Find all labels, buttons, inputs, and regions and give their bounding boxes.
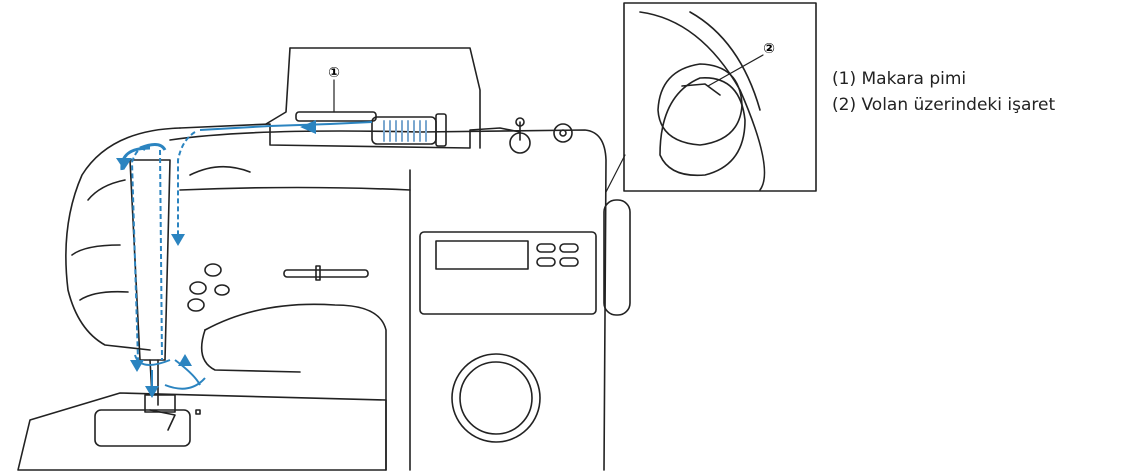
machine-body-outline: [170, 130, 606, 470]
callout-2-marker: ②: [763, 41, 775, 57]
arrow-left-down: [130, 360, 144, 372]
legend: (1) Makara pimi (2) Volan üzerindeki işa…: [832, 66, 1055, 118]
handwheel-detail-inset: [624, 3, 816, 191]
callout-1-marker: ①: [328, 65, 340, 81]
arrow-right-up: [178, 354, 192, 366]
legend-item-handwheel-mark: (2) Volan üzerindeki işaret: [832, 92, 1055, 118]
handwheel: [604, 200, 630, 315]
arrow-needle-down: [145, 386, 159, 398]
spool-pin: [296, 112, 376, 121]
needle-area: [130, 160, 170, 360]
legend-item-spool-pin: (1) Makara pimi: [832, 66, 1055, 92]
needle-plate: [18, 393, 386, 470]
pattern-dial: [452, 354, 540, 442]
lcd-screen: [436, 241, 528, 269]
arrow-right-down: [171, 234, 185, 246]
free-arm-opening: [205, 304, 386, 470]
speed-slider: [284, 270, 368, 277]
